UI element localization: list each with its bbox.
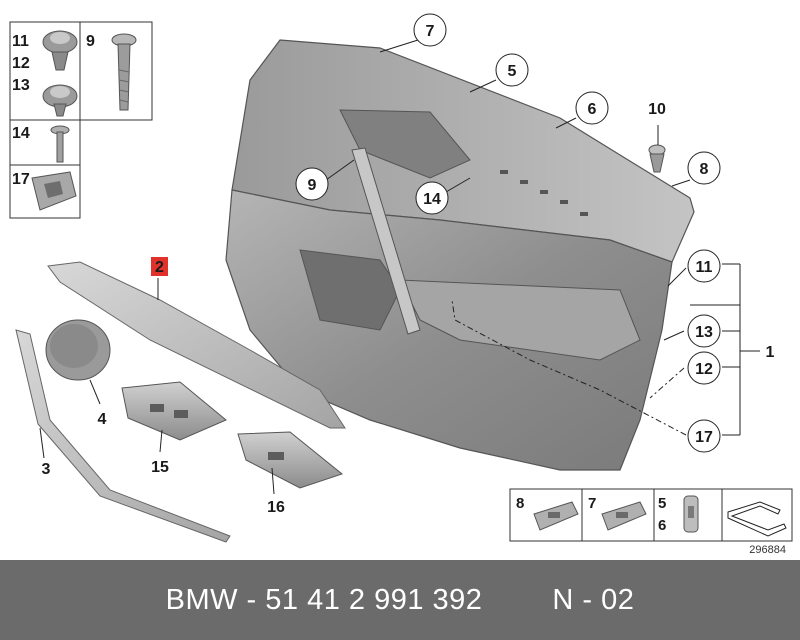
callout-9: 9 bbox=[295, 167, 329, 201]
drawing-number: 296884 bbox=[749, 544, 786, 556]
detail-label-5: 5 bbox=[658, 495, 666, 512]
legend-label-11: 11 bbox=[12, 33, 29, 50]
callout-6: 6 bbox=[575, 91, 609, 125]
parts-diagram: 11 12 13 14 17 9 bbox=[9, 13, 793, 556]
callout-label-9: 9 bbox=[308, 177, 317, 194]
callout-11: 11 bbox=[687, 249, 721, 283]
callout-label-14: 14 bbox=[423, 191, 441, 208]
speaker-cover-4 bbox=[45, 319, 111, 381]
callout-label-3: 3 bbox=[42, 461, 51, 478]
callout-3: 3 bbox=[42, 461, 51, 478]
bolt-9-icon bbox=[111, 33, 137, 111]
callout-label-5: 5 bbox=[508, 63, 517, 80]
callout-13: 13 bbox=[687, 314, 721, 348]
callout-label-11: 11 bbox=[696, 259, 713, 276]
callout-label-7: 7 bbox=[426, 23, 435, 40]
callout-15: 15 bbox=[151, 459, 169, 476]
callout-5: 5 bbox=[495, 53, 529, 87]
screw-14-icon bbox=[50, 125, 70, 163]
trim-strip-3 bbox=[15, 329, 231, 543]
clip-8-icon bbox=[533, 501, 579, 531]
fastener-legend-box: 11 12 13 14 17 9 bbox=[9, 21, 153, 219]
callout-label-17: 17 bbox=[695, 429, 713, 446]
clip-10-icon bbox=[648, 144, 666, 173]
callout-label-12: 12 bbox=[695, 361, 713, 378]
clip-7-icon bbox=[601, 501, 647, 531]
detail-label-7: 7 bbox=[588, 495, 596, 512]
callout-label-6: 6 bbox=[588, 101, 597, 118]
legend-label-17: 17 bbox=[12, 171, 30, 188]
part-number-footer: BMW - 51 41 2 991 392 N - 02 bbox=[0, 560, 800, 640]
callout-label-16: 16 bbox=[267, 499, 285, 516]
callout-label-2: 2 bbox=[155, 259, 164, 276]
callout-label-15: 15 bbox=[151, 459, 169, 476]
clip-11-12-icon bbox=[42, 30, 78, 71]
detail-label-6: 6 bbox=[658, 517, 666, 534]
switch-panel-15 bbox=[121, 381, 227, 441]
legend-label-9: 9 bbox=[86, 33, 95, 50]
page-code: N - 02 bbox=[552, 583, 635, 616]
callout-16: 16 bbox=[267, 499, 285, 516]
legend-label-14: 14 bbox=[12, 125, 30, 142]
callout-2: 2 bbox=[151, 257, 168, 276]
callout-label-4: 4 bbox=[98, 411, 107, 428]
callout-10: 10 bbox=[648, 101, 666, 118]
callout-14: 14 bbox=[415, 181, 449, 215]
callout-17: 17 bbox=[687, 419, 721, 453]
callout-4: 4 bbox=[98, 411, 107, 428]
callout-1: 1 bbox=[766, 344, 775, 361]
trim-strip-2 bbox=[47, 261, 346, 429]
callout-label-10: 10 bbox=[648, 101, 666, 118]
legend-label-12: 12 bbox=[12, 55, 30, 72]
clip-detail-box: 8 7 5 6 296884 bbox=[509, 488, 793, 556]
clip-17-icon bbox=[31, 171, 77, 211]
legend-label-13: 13 bbox=[12, 77, 30, 94]
callout-label-13: 13 bbox=[695, 324, 713, 341]
clip-5-6-icon bbox=[683, 495, 699, 533]
part-number: BMW - 51 41 2 991 392 bbox=[165, 583, 483, 616]
callout-8: 8 bbox=[687, 151, 721, 185]
callout-label-8: 8 bbox=[700, 161, 709, 178]
callout-label-1: 1 bbox=[766, 344, 775, 361]
detail-label-8: 8 bbox=[516, 495, 524, 512]
switch-panel-16 bbox=[237, 431, 344, 489]
door-trim-panel bbox=[225, 39, 695, 471]
trim-profile-icon bbox=[727, 501, 787, 537]
leader-lines bbox=[39, 39, 760, 495]
clip-13-icon bbox=[42, 84, 78, 117]
callout-12: 12 bbox=[687, 351, 721, 385]
callout-7: 7 bbox=[413, 13, 447, 47]
